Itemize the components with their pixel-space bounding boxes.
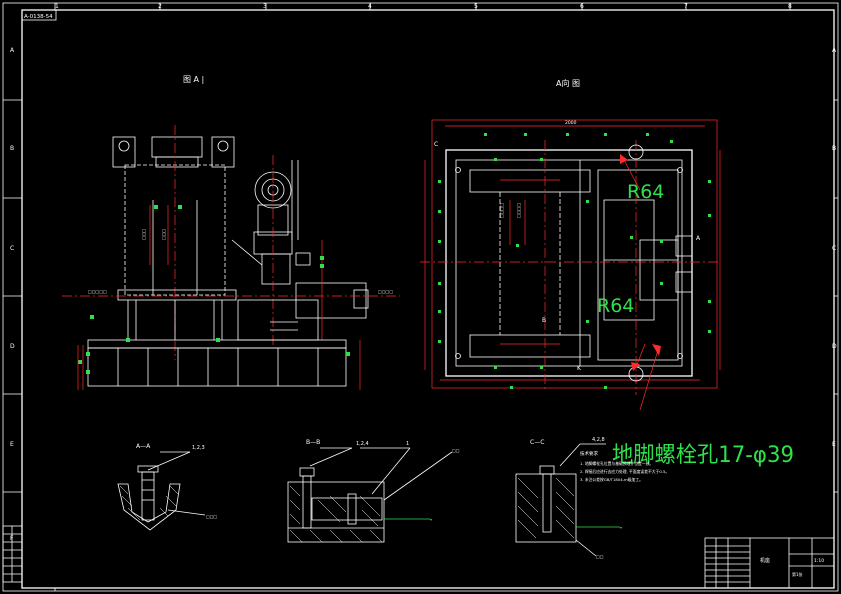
svg-text:□□□: □□□ bbox=[161, 228, 166, 240]
section-b-callout: 1,2,4 bbox=[356, 441, 369, 447]
title-block-drawing-name: 机座 bbox=[760, 557, 770, 564]
radius-label-mid: R64 bbox=[597, 295, 634, 317]
section-a-title: A—A bbox=[136, 443, 151, 450]
notes-heading: 技术要求 bbox=[580, 450, 598, 457]
col-label-5: 5 bbox=[474, 3, 478, 10]
section-b-b: B—B 1,2,4 1 ▾ □□ bbox=[287, 439, 460, 543]
row-label-a-right: A bbox=[832, 47, 837, 54]
row-label-d: D bbox=[10, 343, 15, 350]
section-b-title: B—B bbox=[306, 439, 320, 446]
bolt-hole-note: 地脚螺栓孔17-φ39 bbox=[612, 443, 794, 468]
section-c-callout: 4,2,8 bbox=[592, 437, 605, 443]
plan-letter-c: C bbox=[434, 141, 438, 148]
overall-width-dim: 2000 bbox=[565, 120, 577, 126]
title-block-sheet: 第1张 bbox=[792, 571, 803, 577]
title-block: 机座 1:10 第1张 bbox=[704, 537, 835, 589]
section-c-c: C—C 4,2,8 ▾ □□ bbox=[515, 437, 622, 559]
row-label-e: E bbox=[10, 441, 14, 448]
col-label-6: 6 bbox=[580, 3, 584, 10]
col-label-2: 2 bbox=[158, 3, 162, 10]
row-label-a: A bbox=[10, 47, 15, 54]
svg-text:▾: ▾ bbox=[620, 525, 622, 530]
notes-line-3: 3. 未注公差按GB/T1804-m级加工。 bbox=[580, 477, 643, 482]
svg-text:□□□: □□□ bbox=[206, 514, 218, 519]
revision-strip bbox=[2, 525, 23, 583]
left-view-title: 图 A | bbox=[183, 75, 204, 84]
section-b-callout-2: 1 bbox=[406, 441, 409, 447]
radius-label-top: R64 bbox=[627, 181, 664, 203]
front-elevation-view: 图 A | □□□ □□□ □□□□□ bbox=[62, 75, 400, 390]
technical-notes: 技术要求 1. 地脚螺栓孔位置与基础预埋件位置一致。 2. 焊接后应进行去应力处… bbox=[580, 450, 669, 482]
col-label-3: 3 bbox=[263, 3, 267, 10]
corner-tag-text: A-0138-54 bbox=[24, 14, 53, 20]
row-label-c-right: C bbox=[832, 245, 836, 252]
section-c-title: C—C bbox=[530, 439, 544, 446]
col-label-4: 4 bbox=[368, 3, 372, 10]
row-label-d-right: D bbox=[832, 343, 837, 350]
title-block-scale: 1:10 bbox=[814, 558, 824, 564]
col-label-8: 8 bbox=[788, 3, 792, 10]
col-label-1: 1 bbox=[55, 3, 59, 10]
row-label-b: B bbox=[10, 145, 14, 152]
plan-dim-markers bbox=[438, 133, 711, 389]
row-label-b-right: B bbox=[832, 145, 836, 152]
section-a-a: A—A 1,2,3 □□□ bbox=[117, 443, 218, 531]
svg-text:□□□□: □□□□ bbox=[499, 203, 504, 218]
svg-text:□□□□□: □□□□□ bbox=[88, 289, 107, 294]
column-labels: 1 2 3 4 5 6 7 8 bbox=[55, 3, 792, 10]
plan-letter-b: B bbox=[542, 317, 546, 324]
col-label-7: 7 bbox=[684, 3, 688, 10]
section-a-callout: 1,2,3 bbox=[192, 445, 205, 451]
row-label-e-right: E bbox=[832, 441, 836, 448]
svg-text:□□□□: □□□□ bbox=[378, 289, 393, 294]
notes-line-2: 2. 焊接后应进行去应力处理, 平面度误差不大于0.5。 bbox=[580, 469, 669, 474]
corner-tag: A-0138-54 bbox=[21, 9, 57, 21]
plan-letter-a: A bbox=[696, 235, 701, 242]
svg-text:▾: ▾ bbox=[430, 517, 432, 522]
row-label-c: C bbox=[10, 245, 14, 252]
right-view-title: A向 图 bbox=[556, 78, 580, 88]
svg-text:□□□: □□□ bbox=[141, 228, 146, 240]
svg-text:□□: □□ bbox=[452, 448, 460, 453]
plan-view: A向 图 2000 bbox=[420, 78, 721, 411]
svg-text:□□□□: □□□□ bbox=[516, 203, 521, 218]
plan-letter-k: K bbox=[577, 365, 582, 372]
notes-line-1: 1. 地脚螺栓孔位置与基础预埋件位置一致。 bbox=[580, 461, 653, 466]
svg-text:□□: □□ bbox=[596, 554, 604, 559]
